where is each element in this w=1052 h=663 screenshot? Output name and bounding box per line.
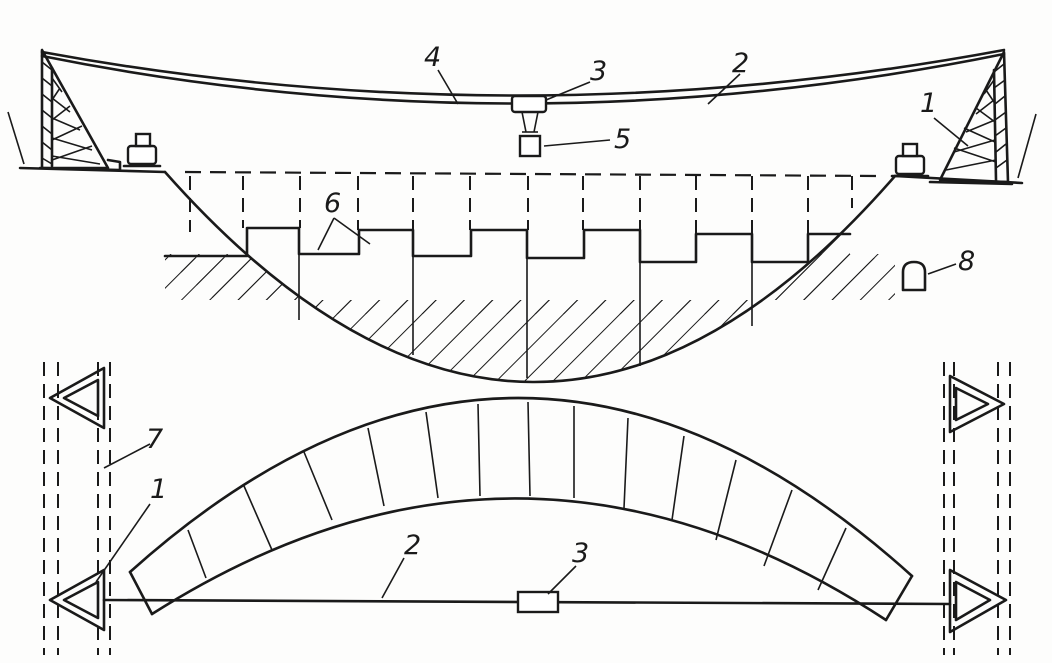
hoist-rope: [521, 111, 539, 133]
label-3: 3: [590, 56, 607, 87]
trolley-plan: [516, 590, 560, 614]
leader-3b: [547, 565, 577, 595]
bottom-view: 7 1 2 3: [43, 362, 1011, 655]
label-1-bottom: 1: [150, 474, 167, 505]
leader-1: [933, 117, 969, 147]
leader-2: [707, 73, 741, 105]
label-5: 5: [614, 124, 631, 155]
right-pylon-tower: [928, 50, 1014, 186]
label-6: 6: [324, 188, 341, 219]
label-1: 1: [920, 88, 937, 119]
label-7: 7: [146, 424, 163, 455]
leader-3: [545, 81, 591, 101]
slope-left: [7, 111, 25, 165]
leader-2b: [381, 557, 405, 599]
arch-plan: [128, 396, 914, 622]
valley-profile: [163, 170, 897, 384]
carrying-rope: [40, 48, 1006, 97]
vertical-dashed-lines: [189, 176, 853, 234]
trolley: [510, 94, 548, 114]
deck-line: [184, 170, 881, 178]
left-winch: [122, 132, 162, 168]
label-2-bottom: 2: [404, 530, 421, 561]
left-pylon-tower: [38, 48, 122, 172]
load-block: [518, 134, 542, 158]
label-3-bottom: 3: [572, 538, 589, 569]
pylon-triangles: [48, 366, 1008, 634]
detail-8-shape: [901, 260, 927, 292]
label-2: 2: [732, 48, 749, 79]
leader-8: [927, 263, 957, 275]
slope-right: [1017, 113, 1037, 179]
right-winch: [890, 142, 930, 178]
leader-1b: [95, 503, 151, 583]
leader-7: [103, 443, 151, 469]
leader-4: [437, 69, 459, 105]
leader-6: [317, 217, 371, 251]
label-8: 8: [958, 246, 975, 277]
label-4: 4: [424, 42, 441, 73]
leader-5: [543, 139, 611, 147]
top-view: 4 3 2 1 5 6 8: [7, 42, 1037, 384]
segment-outlines: [163, 226, 852, 378]
